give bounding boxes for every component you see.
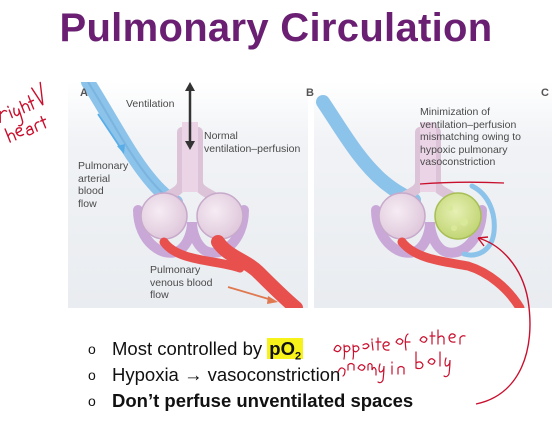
po2-subscript: 2 bbox=[294, 350, 302, 363]
c-alveolus-hypoxic bbox=[434, 192, 482, 240]
bullet-text-2: Hypoxia → vasoconstriction bbox=[112, 364, 341, 385]
po2-highlight: pO2 bbox=[267, 338, 304, 363]
label-venous-line2: venous blood bbox=[150, 276, 213, 289]
bullet-text-3: Don’t perfuse unventilated spaces bbox=[112, 390, 414, 411]
bullet-marker: o bbox=[88, 341, 96, 357]
label-normal-line2: ventilation–perfusion bbox=[204, 142, 301, 155]
label-min-line2: ventilation–perfusion bbox=[420, 118, 517, 131]
bullet-marker: o bbox=[88, 367, 96, 383]
c-constricted-vessel bbox=[461, 183, 497, 258]
label-min-line1: Minimization of bbox=[420, 106, 491, 118]
bullet-text-1: Most controlled by pO2 bbox=[112, 338, 304, 363]
label-ventilation: Ventilation bbox=[126, 98, 175, 110]
label-arterial-line2: arterial bbox=[78, 172, 111, 185]
panel-c-background bbox=[314, 82, 552, 308]
bullet-item-2: o Hypoxia → vasoconstriction bbox=[88, 364, 548, 390]
arterial-flow-arrow bbox=[97, 113, 123, 151]
label-min-line3: mismatching owing to bbox=[420, 131, 521, 143]
bullet-item-3: o Don’t perfuse unventilated spaces bbox=[88, 390, 548, 416]
pulmonary-vein-branch bbox=[159, 237, 245, 273]
c-pulmonary-vein bbox=[397, 237, 525, 308]
label-normal: Normal ventilation–perfusion bbox=[204, 130, 300, 155]
label-min-line4: hypoxic pulmonary bbox=[420, 143, 508, 156]
label-arterial-line3: blood bbox=[78, 185, 104, 197]
label-minimization: Minimization of ventilation–perfusion mi… bbox=[420, 106, 521, 169]
handwriting-underline bbox=[419, 181, 505, 185]
handwriting-opposite-note bbox=[333, 329, 466, 384]
bullet-marker: o bbox=[88, 393, 96, 409]
label-min-line5: vasoconstriction bbox=[420, 156, 496, 168]
label-venous-line3: flow bbox=[150, 289, 169, 301]
label-normal-line1: Normal bbox=[204, 130, 238, 142]
label-arterial-line1: Pulmonary bbox=[78, 160, 129, 172]
label-arterial-flow: Pulmonary arterial blood flow bbox=[78, 160, 128, 210]
handwriting-right-heart bbox=[0, 81, 47, 143]
bullet-list: o Most controlled by pO2 o Hypoxia → vas… bbox=[88, 338, 548, 416]
bullet-item-1: o Most controlled by pO2 bbox=[88, 338, 548, 364]
slide-title: Pulmonary Circulation bbox=[59, 6, 493, 50]
handwriting-pointer-arrow bbox=[475, 237, 531, 405]
pulmonary-vein bbox=[211, 235, 303, 308]
ventilation-perfusion-figure: A B C Ventilation Normal ventilation–per… bbox=[68, 82, 552, 308]
panel-letter-a: A bbox=[80, 87, 88, 99]
label-arterial-line4: flow bbox=[78, 197, 97, 210]
po2-label: pO bbox=[269, 338, 295, 359]
venous-flow-arrow bbox=[227, 286, 273, 301]
panel-letter-b: B bbox=[306, 87, 314, 99]
label-venous-line1: Pulmonary bbox=[150, 264, 201, 276]
label-venous-flow: Pulmonary venous blood flow bbox=[150, 264, 212, 302]
panel-letter-c: C bbox=[541, 87, 549, 99]
c-capillary-bed bbox=[371, 205, 487, 258]
bullet-text-1-main: Most controlled by bbox=[112, 338, 268, 359]
figure-graphic bbox=[68, 82, 552, 308]
